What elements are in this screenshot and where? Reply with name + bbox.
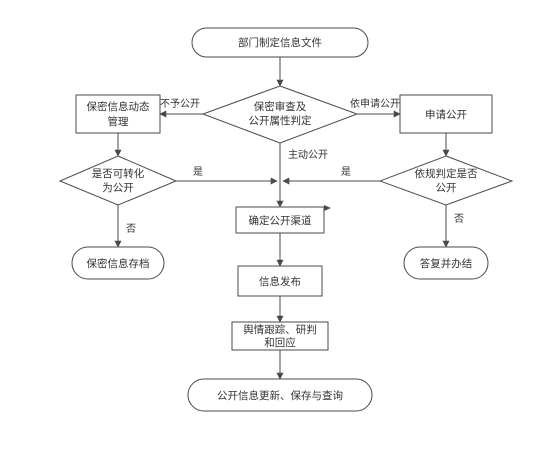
archive-label: 保密信息存档 <box>87 257 150 270</box>
judge-decision-label-1: 依规判定是否 <box>415 167 478 180</box>
edge-label-active-open: 主动公开 <box>288 149 328 161</box>
secret-mgmt-label-1: 保密信息动态 <box>87 100 150 113</box>
judge-decision-label-2: 公开 <box>436 182 457 194</box>
start-node <box>191 27 369 58</box>
channel-corner-mark <box>324 205 331 211</box>
edge-label-no-left: 否 <box>126 223 136 235</box>
channel-label: 确定公开渠道 <box>249 214 312 227</box>
secret-mgmt-box <box>75 94 161 134</box>
reply-label: 答复并办结 <box>420 257 473 270</box>
edge-label-by-apply: 依申请公开 <box>350 97 400 110</box>
convert-decision <box>58 155 178 206</box>
apply-open-label: 申请公开 <box>425 108 467 121</box>
edge-label-no-right: 否 <box>454 213 464 225</box>
start-node-label: 部门制定信息文件 <box>238 36 322 49</box>
review-decision-label-2: 公开属性判定 <box>249 114 312 127</box>
judge-decision <box>378 155 514 206</box>
convert-decision-label-1: 是否可转化 <box>92 167 145 180</box>
edge-label-not-open: 不予公开 <box>160 98 200 110</box>
archive-node <box>71 246 165 280</box>
apply-open-box <box>399 94 493 134</box>
edge-label-yes-left: 是 <box>193 166 203 178</box>
reply-node <box>403 246 489 280</box>
end-node <box>187 378 373 412</box>
publish-label: 信息发布 <box>259 275 301 288</box>
track-box <box>231 321 329 351</box>
end-node-label: 公开信息更新、保存与查询 <box>217 389 343 402</box>
edge-label-yes-right: 是 <box>341 166 351 178</box>
convert-decision-label-2: 为公开 <box>102 182 134 194</box>
publish-box <box>237 265 323 297</box>
review-decision-label-1: 保密审查及 <box>254 100 307 113</box>
track-label-1: 舆情跟踪、研判 <box>243 323 317 336</box>
channel-box <box>235 206 325 234</box>
track-label-2: 和回应 <box>264 336 296 349</box>
secret-mgmt-label-2: 管理 <box>108 115 129 128</box>
review-decision <box>201 85 359 144</box>
